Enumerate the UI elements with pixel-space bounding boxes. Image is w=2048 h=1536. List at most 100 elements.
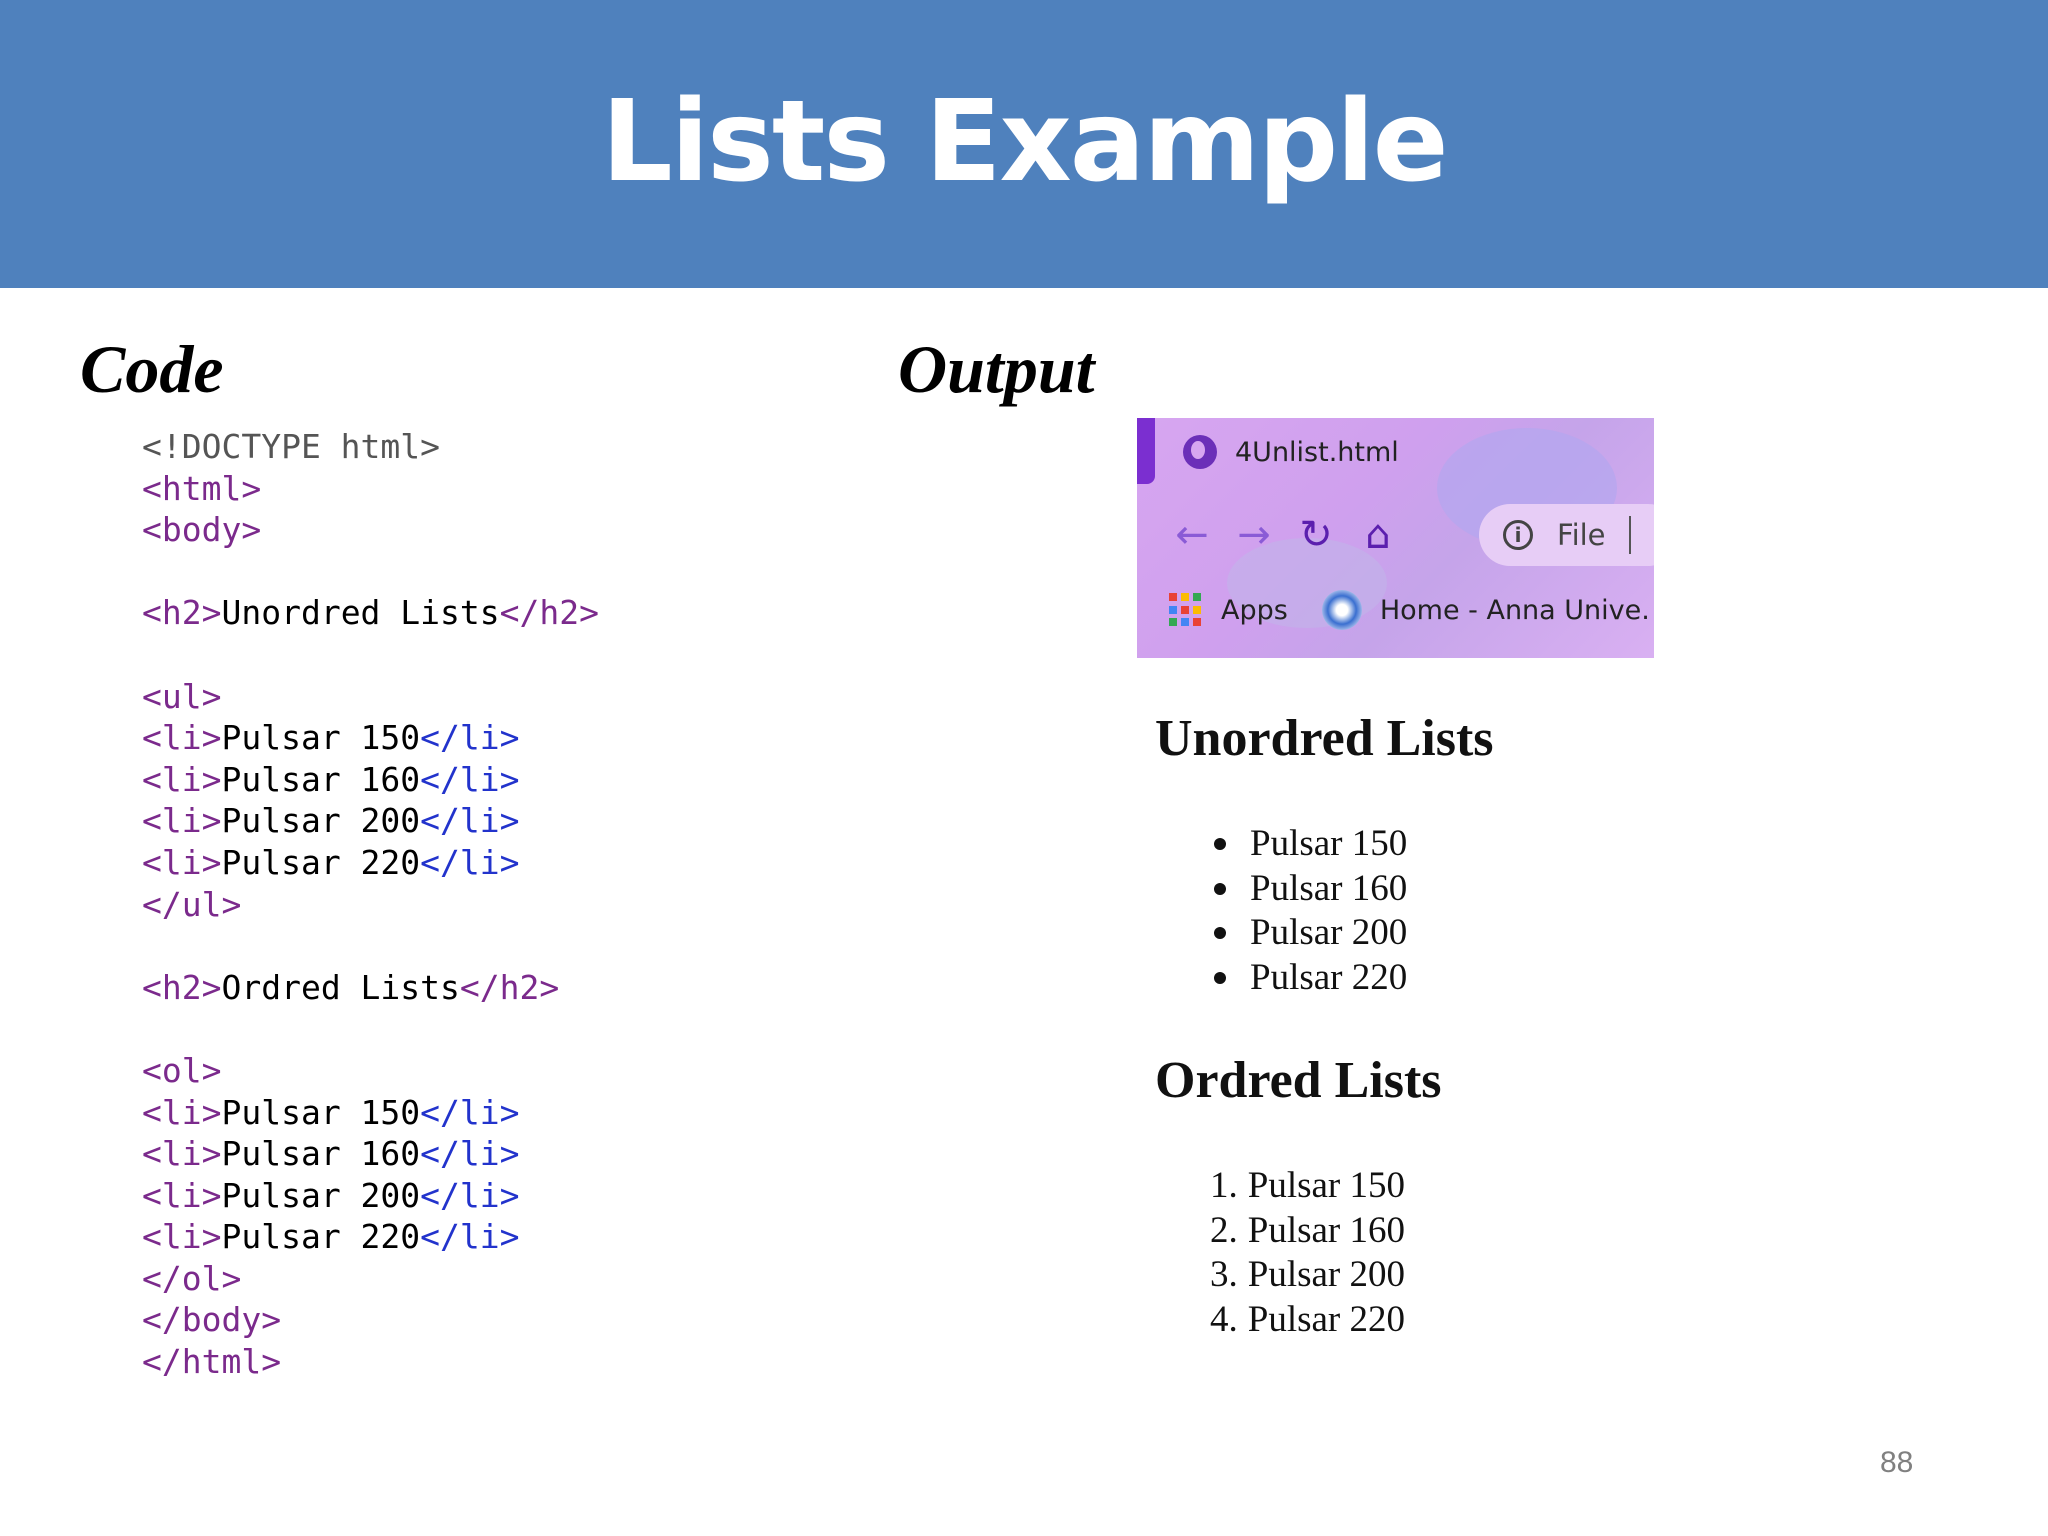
code-token: </h2> — [499, 593, 599, 633]
code-token: <li> — [142, 842, 222, 882]
list-item-label: Pulsar 220 — [1250, 956, 1408, 998]
code-token: </li> — [420, 718, 520, 758]
code-token: </li> — [420, 759, 520, 799]
list-item-label: Pulsar 150 — [1247, 1165, 1405, 1206]
code-token: </html> — [142, 1342, 282, 1382]
code-line: </body> — [142, 1299, 599, 1341]
code-line — [142, 925, 599, 967]
code-token: Ordred Lists — [221, 967, 460, 1007]
code-line: <li>Pulsar 150</li> — [142, 1092, 599, 1134]
code-token: </li> — [420, 842, 520, 882]
code-listing: <!DOCTYPE html><html><body><h2>Unordred … — [142, 426, 599, 1383]
unordered-heading: Unordred Lists — [1155, 710, 1494, 767]
bullet-icon — [1214, 927, 1226, 940]
bookmark-apps[interactable]: Apps — [1221, 594, 1288, 626]
code-line: <body> — [142, 509, 599, 551]
code-token: Pulsar 220 — [221, 1217, 421, 1257]
list-item: Pulsar 150 — [1210, 822, 1407, 867]
code-token: <body> — [142, 510, 262, 550]
code-token: Pulsar 160 — [221, 1134, 421, 1174]
bullet-icon — [1214, 838, 1226, 851]
list-item-label: Pulsar 160 — [1250, 867, 1408, 909]
code-token: </li> — [420, 1175, 520, 1215]
code-token: Pulsar 200 — [221, 1175, 421, 1215]
code-line — [142, 551, 599, 593]
code-line: </html> — [142, 1341, 599, 1383]
address-bar[interactable]: i File — [1479, 504, 1654, 566]
ordered-heading: Ordred Lists — [1155, 1052, 1442, 1109]
code-line: <li>Pulsar 220</li> — [142, 842, 599, 884]
address-divider — [1629, 516, 1631, 554]
list-item: 3.Pulsar 200 — [1210, 1253, 1405, 1298]
code-token: </li> — [420, 1134, 520, 1174]
browser-tab[interactable]: 4Unlist.html — [1183, 430, 1399, 474]
list-item: Pulsar 200 — [1210, 911, 1407, 956]
reload-icon[interactable]: ↻ — [1299, 512, 1333, 558]
code-line: <li>Pulsar 220</li> — [142, 1216, 599, 1258]
tab-title: 4Unlist.html — [1235, 436, 1399, 468]
list-number: 3. — [1210, 1254, 1238, 1295]
code-line: <li>Pulsar 200</li> — [142, 1175, 599, 1217]
list-number: 1. — [1210, 1165, 1238, 1206]
code-token: Pulsar 200 — [221, 801, 421, 841]
code-token: <h2> — [142, 967, 222, 1007]
bullet-icon — [1214, 971, 1226, 984]
apps-grid-icon[interactable] — [1169, 593, 1203, 627]
code-token: </h2> — [459, 967, 560, 1007]
code-line: <li>Pulsar 200</li> — [142, 800, 599, 842]
code-line: </ol> — [142, 1258, 599, 1300]
list-item-label: Pulsar 160 — [1247, 1209, 1405, 1251]
code-token: Pulsar 150 — [221, 718, 421, 758]
code-token: <ol> — [142, 1050, 222, 1090]
code-line: <h2>Unordred Lists</h2> — [142, 592, 599, 634]
slide-title: Lists Example — [601, 77, 1448, 207]
bullet-icon — [1214, 882, 1226, 895]
code-token: <h2> — [142, 593, 222, 633]
code-token: <li> — [142, 759, 222, 799]
info-icon[interactable]: i — [1503, 520, 1533, 550]
code-token: <li> — [142, 1134, 222, 1174]
address-text: File — [1557, 518, 1606, 552]
back-arrow-icon[interactable]: ← — [1175, 512, 1209, 558]
code-line: <ol> — [142, 1050, 599, 1092]
list-number: 4. — [1210, 1298, 1238, 1340]
list-item: 1.Pulsar 150 — [1210, 1164, 1405, 1209]
slide-title-bar: Lists Example — [0, 0, 2048, 288]
code-token: Pulsar 150 — [221, 1092, 421, 1132]
code-token: <!DOCTYPE html> — [142, 427, 441, 466]
code-token: Unordred Lists — [221, 593, 500, 633]
forward-arrow-icon[interactable]: → — [1237, 512, 1271, 558]
code-line: <h2>Ordred Lists</h2> — [142, 967, 599, 1009]
code-token: <li> — [142, 1092, 222, 1132]
code-token: </body> — [142, 1300, 282, 1340]
page-number: 88 — [1880, 1446, 1914, 1479]
code-token: <ul> — [142, 676, 222, 716]
code-line — [142, 634, 599, 676]
code-token: </li> — [420, 1092, 520, 1132]
code-token: </li> — [420, 1217, 520, 1257]
list-item-label: Pulsar 220 — [1247, 1298, 1405, 1340]
list-item-label: Pulsar 200 — [1247, 1254, 1405, 1295]
list-item: Pulsar 160 — [1210, 867, 1407, 912]
home-icon[interactable]: ⌂ — [1365, 512, 1391, 558]
list-item: 2.Pulsar 160 — [1210, 1209, 1405, 1254]
list-item: 4.Pulsar 220 — [1210, 1298, 1405, 1343]
code-token: <li> — [142, 1175, 222, 1215]
output-heading: Output — [898, 331, 1095, 407]
bookmark-home[interactable]: Home - Anna Unive. — [1379, 594, 1650, 626]
site-favicon-icon — [1321, 590, 1362, 630]
bookmarks-bar: Apps Home - Anna Unive. — [1169, 590, 1650, 630]
code-token: </ul> — [142, 884, 242, 924]
code-token: <li> — [142, 801, 222, 841]
code-line: </ul> — [142, 884, 599, 926]
list-item-label: Pulsar 200 — [1250, 912, 1408, 953]
code-line: <!DOCTYPE html> — [142, 426, 599, 468]
code-token: </li> — [420, 801, 520, 841]
code-line: <html> — [142, 468, 599, 510]
code-line — [142, 1008, 599, 1050]
list-item: Pulsar 220 — [1210, 956, 1407, 1001]
globe-icon — [1183, 435, 1217, 469]
code-token: Pulsar 220 — [221, 842, 421, 882]
tab-accent — [1137, 418, 1155, 484]
